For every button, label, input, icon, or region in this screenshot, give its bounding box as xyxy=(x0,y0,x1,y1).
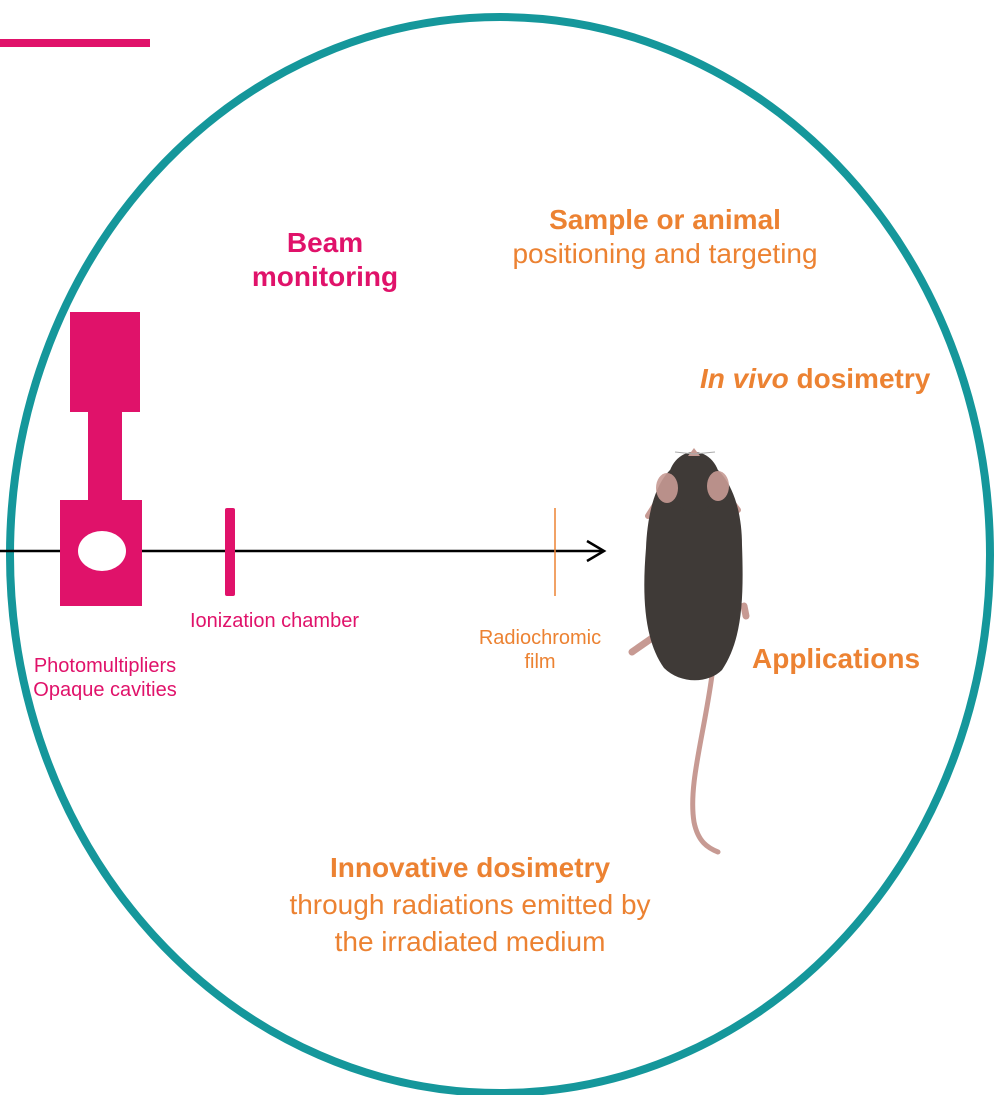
sample-subtitle: positioning and targeting xyxy=(512,237,818,269)
ionization-chamber-label: Ionization chamber xyxy=(190,610,359,632)
photomultipliers-text: Photomultipliers xyxy=(33,655,177,677)
radiochromic-line-1: Radiochromic xyxy=(478,627,602,649)
innovative-line-2: the irradiated medium xyxy=(334,926,606,958)
sample-label: Sample or animal positioning and targeti… xyxy=(460,203,870,270)
innovative-line-1: through radiations emitted by xyxy=(289,889,651,921)
applications-label: Applications xyxy=(752,643,921,674)
in-vivo-rest: dosimetry xyxy=(788,363,931,394)
scope-circle xyxy=(6,13,994,1095)
accent-bar xyxy=(0,39,150,47)
beam-monitoring-label: Beam monitoring xyxy=(250,226,400,293)
beam-monitoring-line-2: monitoring xyxy=(251,260,399,292)
in-vivo-italic: In vivo xyxy=(700,363,789,394)
sample-title: Sample or animal xyxy=(549,204,781,235)
innovative-title: Innovative dosimetry xyxy=(329,852,611,883)
photomultiplier-icon xyxy=(60,312,142,606)
mouse-icon xyxy=(628,448,750,855)
opaque-cavities-text: Opaque cavities xyxy=(33,679,177,701)
in-vivo-dosimetry-label: In vivo dosimetry xyxy=(700,362,930,396)
ionization-chamber-icon xyxy=(225,508,235,596)
beam-monitoring-line-1: Beam xyxy=(286,227,364,258)
radiochromic-line-2: film xyxy=(524,651,556,673)
photomultiplier-label: Photomultipliers Opaque cavities xyxy=(0,654,210,702)
innovative-dosimetry-label: Innovative dosimetry through radiations … xyxy=(240,849,700,961)
radiochromic-film-label: Radiochromic film xyxy=(460,626,620,674)
